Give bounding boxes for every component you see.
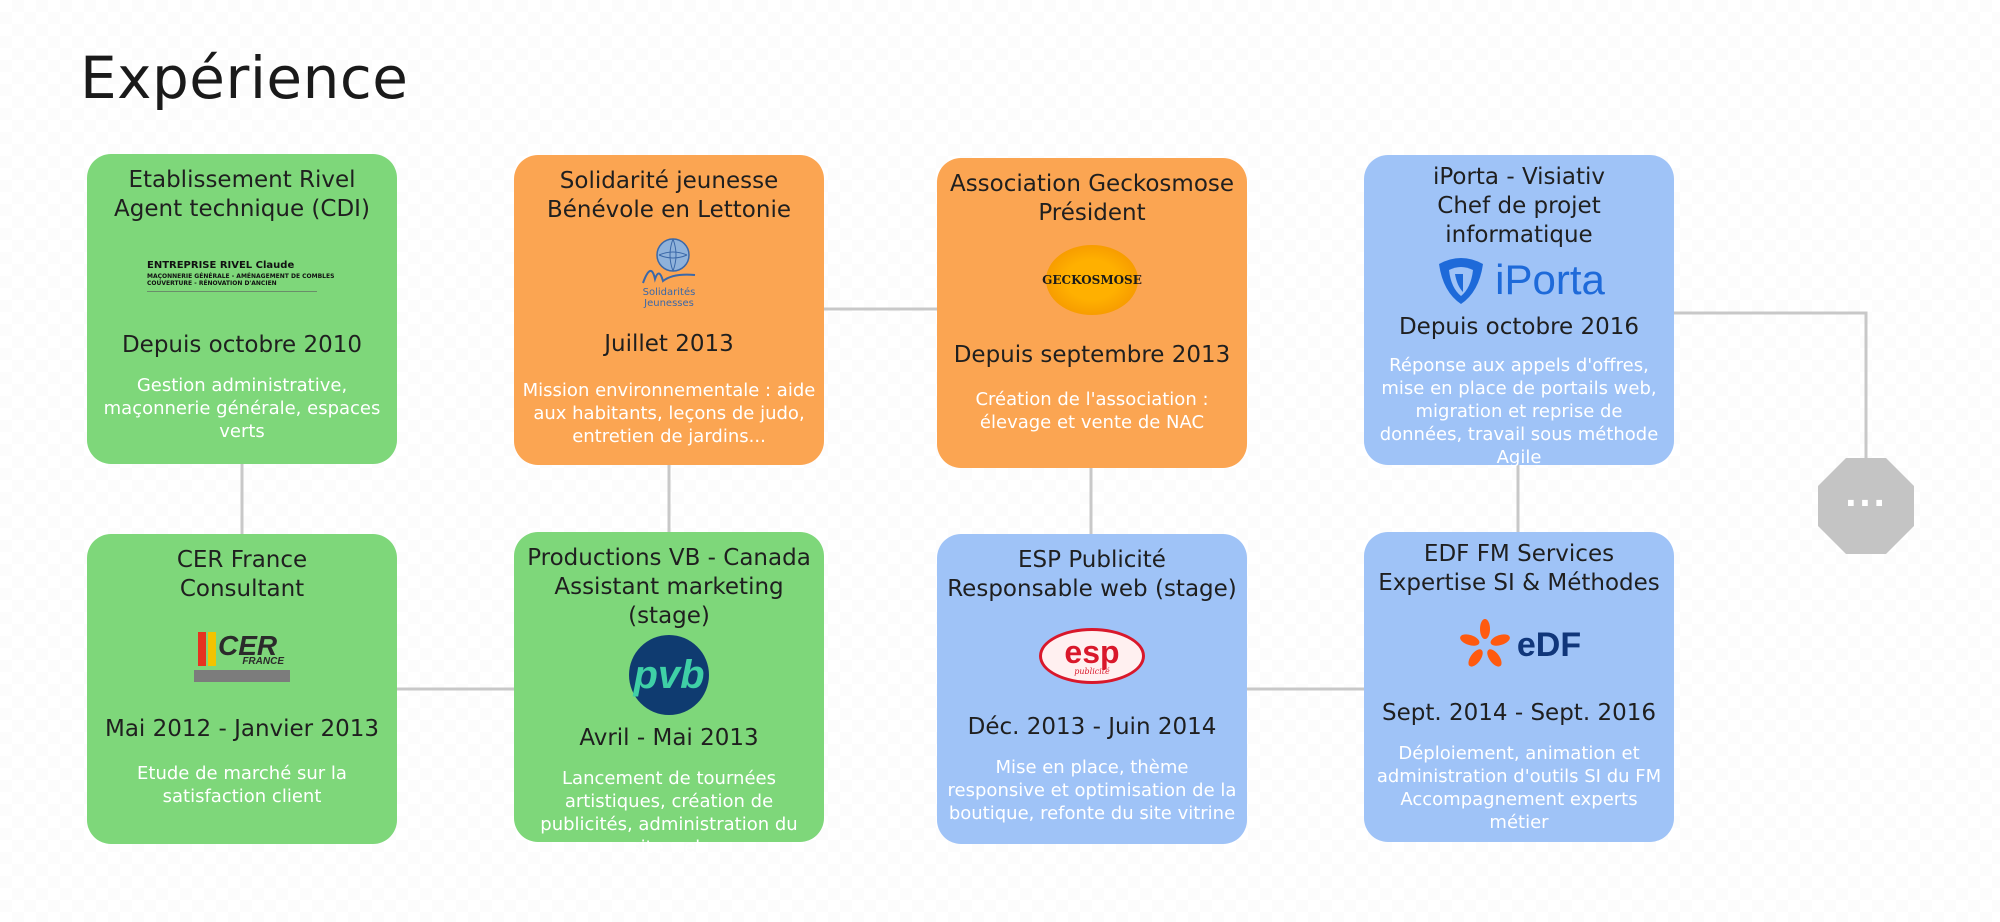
card-association-geckosmose[interactable]: Association Geckosmose Président GECKOSM…	[937, 158, 1247, 468]
card-date: Depuis octobre 2010	[121, 332, 363, 358]
card-company: ESP Publicité	[1018, 547, 1166, 573]
card-iporta-visiativ[interactable]: iPorta - Visiativ Chef de projet informa…	[1364, 155, 1674, 468]
cer-france-logo: CER FRANCE	[95, 608, 389, 704]
card-date: Déc. 2013 - Juin 2014	[967, 714, 1217, 740]
edf-logo: eDF	[1372, 602, 1666, 688]
card-esp-publicite[interactable]: ESP Publicité Responsable web (stage) es…	[937, 534, 1247, 844]
card-role: Expertise SI & Méthodes	[1378, 570, 1660, 596]
card-role: Chef de projet informatique	[1437, 193, 1601, 248]
card-description: Réponse aux appels d'offres, mise en pla…	[1379, 355, 1659, 468]
card-description: Mission environnementale : aide aux habi…	[522, 380, 816, 447]
card-description: Mise en place, thème responsive et optim…	[947, 757, 1237, 824]
card-date: Depuis septembre 2013	[953, 342, 1231, 368]
rivel-logo-line1: ENTREPRISE RIVEL Claude	[147, 260, 295, 271]
card-company: Association Geckosmose	[949, 171, 1235, 197]
card-description: Déploiement, animation et administration…	[1376, 743, 1662, 833]
card-date: Juillet 2013	[604, 331, 734, 357]
pvb-logo: pvb	[522, 635, 816, 715]
more-button[interactable]: ...	[1818, 458, 1914, 554]
card-description: Etude de marché sur la satisfaction clie…	[137, 763, 347, 807]
rivel-logo: ENTREPRISE RIVEL Claude MAÇONNERIE GÉNÉR…	[95, 228, 389, 324]
card-description: Gestion administrative, maçonnerie génér…	[103, 375, 381, 442]
rivel-logo-line3: COUVERTURE - RÉNOVATION D'ANCIEN	[147, 280, 277, 287]
esp-logo-text: esp	[1064, 633, 1120, 670]
solidarites-logo-line1: Solidarités	[643, 286, 696, 298]
card-description: Création de l'association : élevage et v…	[975, 389, 1209, 433]
card-date: Avril - Mai 2013	[579, 725, 759, 751]
card-edf-fm-services[interactable]: EDF FM Services Expertise SI & Méthodes …	[1364, 532, 1674, 842]
card-cer-france[interactable]: CER France Consultant CER FRANCE Mai 201…	[87, 534, 397, 844]
card-date: Mai 2012 - Janvier 2013	[104, 716, 379, 742]
card-role: Consultant	[179, 576, 305, 602]
card-date: Depuis octobre 2016	[1398, 314, 1640, 340]
edf-logo-text: eDF	[1516, 625, 1582, 664]
card-solidarite-jeunesse[interactable]: Solidarité jeunesse Bénévole en Lettonie…	[514, 155, 824, 465]
iporta-logo-text: iPorta	[1495, 256, 1605, 303]
card-etablissement-rivel[interactable]: Etablissement Rivel Agent technique (CDI…	[87, 154, 397, 464]
card-role: Assistant marketing (stage)	[554, 574, 784, 629]
connector-iporta-more	[1672, 311, 1868, 458]
solidarites-jeunesses-logo: Solidarités Jeunesses	[522, 229, 816, 313]
card-role: Bénévole en Lettonie	[546, 197, 791, 223]
page-title: Expérience	[80, 44, 409, 112]
card-date: Sept. 2014 - Sept. 2016	[1382, 700, 1656, 726]
more-label: ...	[1844, 476, 1888, 514]
pvb-logo-text: pvb	[633, 652, 705, 697]
octagon-icon	[1818, 458, 1914, 554]
iporta-logo: iPorta	[1372, 254, 1666, 306]
card-role: Responsable web (stage)	[947, 576, 1237, 602]
card-productions-vb[interactable]: Productions VB - Canada Assistant market…	[514, 532, 824, 858]
solidarites-logo-line2: Jeunesses	[643, 298, 694, 309]
cer-logo-line2: FRANCE	[242, 656, 284, 667]
esp-logo-sub: publicité	[1074, 666, 1110, 676]
rivel-logo-line2: MAÇONNERIE GÉNÉRALE - AMÉNAGEMENT DE COM…	[147, 273, 335, 280]
geckosmose-logo: GECKOSMOSE	[945, 232, 1239, 328]
esp-logo: esp publicité	[945, 608, 1239, 704]
card-company: CER France	[176, 547, 308, 573]
card-company: Productions VB - Canada	[527, 545, 811, 571]
card-company: iPorta - Visiativ	[1432, 164, 1606, 190]
card-description: Lancement de tournées artistiques, créat…	[540, 768, 798, 858]
geckosmose-logo-text: GECKOSMOSE	[1042, 273, 1142, 287]
cer-logo-line1: CER	[218, 630, 278, 661]
card-role: Président	[1038, 200, 1146, 226]
card-company: Etablissement Rivel	[128, 167, 356, 193]
card-company: Solidarité jeunesse	[559, 168, 779, 194]
card-role: Agent technique (CDI)	[114, 196, 370, 222]
card-company: EDF FM Services	[1423, 541, 1615, 567]
